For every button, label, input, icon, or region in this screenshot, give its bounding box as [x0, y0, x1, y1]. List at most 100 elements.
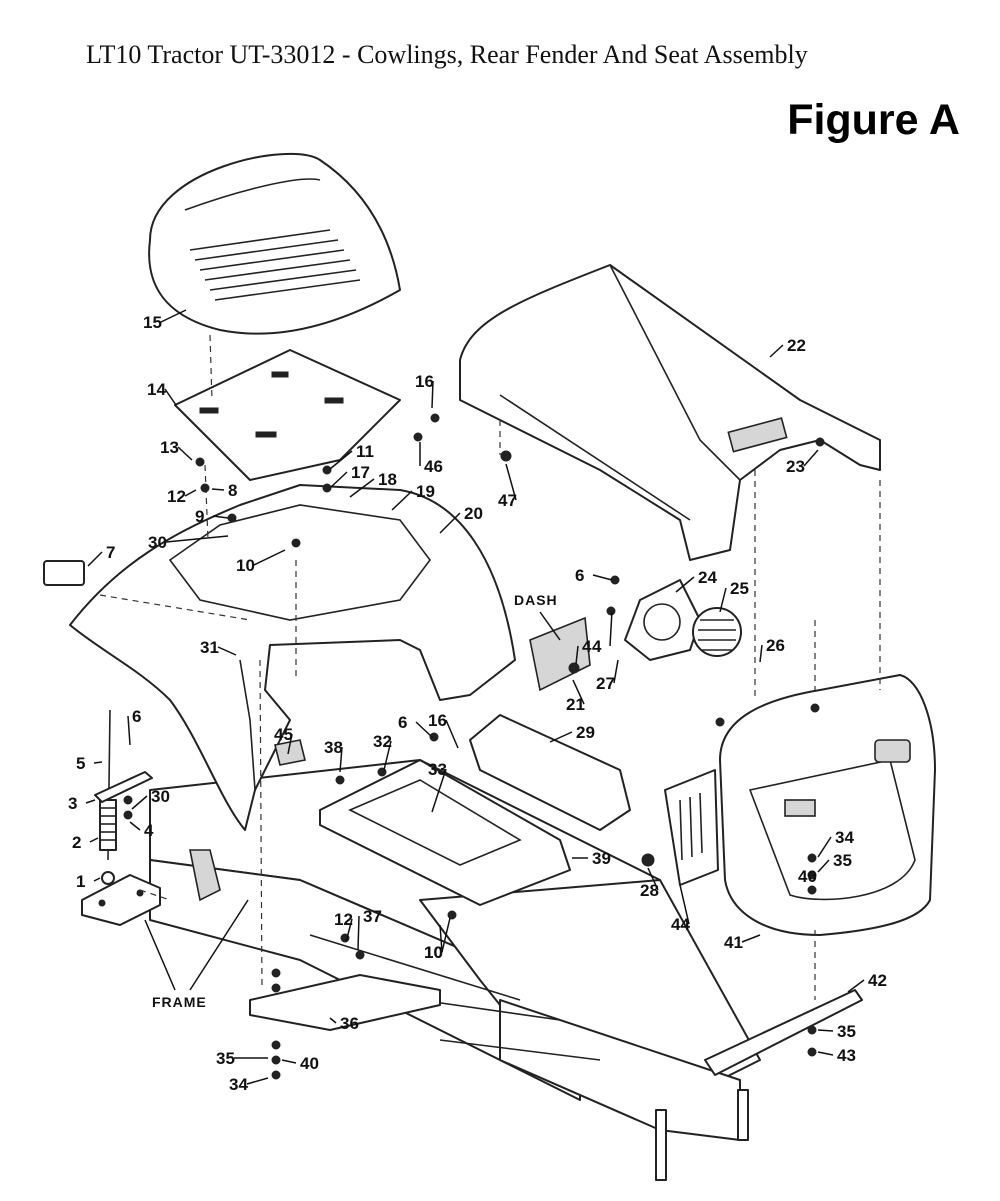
callout-leader-32 [383, 740, 392, 771]
callout-leader-41 [741, 934, 761, 943]
callout-31: 31 [200, 638, 219, 657]
callout-leader-4 [129, 821, 141, 831]
document-title: LT10 Tractor UT-33012 - Cowlings, Rear F… [86, 40, 808, 69]
callout-36: 36 [340, 1014, 359, 1033]
callout-leader-36 [329, 1017, 337, 1024]
callout-leader-45 [287, 733, 293, 755]
callout-leader-5 [93, 761, 103, 764]
callout-20: 20 [464, 504, 483, 523]
callout-leader-4 [575, 645, 579, 665]
callout-12: 12 [334, 910, 353, 929]
callout-43: 43 [837, 1046, 856, 1065]
callout-29: 29 [576, 723, 595, 742]
callout-leader-11 [329, 450, 353, 470]
callout-leader-29 [549, 731, 573, 743]
callout-leader-10 [441, 917, 451, 953]
callout-leader-34 [246, 1077, 269, 1085]
callout-21: 21 [566, 695, 585, 714]
callout-leader-31 [217, 646, 237, 656]
callout-leader-4 [609, 610, 613, 647]
callout-leader-17 [329, 471, 348, 489]
callout-leader-42 [847, 979, 865, 993]
callout-leader-30 [131, 795, 148, 810]
callout-38: 38 [324, 738, 343, 757]
panel-29 [469, 714, 631, 831]
headlight-lens [692, 607, 742, 657]
callout-9: 9 [195, 507, 204, 526]
callout-leader-7 [87, 551, 103, 567]
callout-4: 4 [582, 637, 592, 656]
callout-8: 8 [228, 481, 237, 500]
callout-40: 40 [300, 1054, 319, 1073]
callout-13: 13 [160, 438, 179, 457]
callout-leader-24 [675, 576, 695, 593]
callout-28: 28 [640, 881, 659, 900]
callout-leader-40 [281, 1059, 297, 1064]
emblem-7 [43, 560, 85, 586]
callout-35: 35 [833, 851, 852, 870]
callout-leader-13 [177, 446, 193, 461]
hood [459, 264, 881, 561]
footrest-33 [319, 759, 571, 906]
callout-6: 6 [575, 566, 584, 585]
callout-47: 47 [498, 491, 517, 510]
callout-23: 23 [786, 457, 805, 476]
callout-leader-16 [445, 719, 459, 749]
callout-17: 17 [351, 463, 370, 482]
callout-37: 37 [363, 907, 382, 926]
callout-12: 12 [167, 487, 186, 506]
callout-leader-18 [349, 478, 375, 498]
callout-1: 1 [76, 872, 85, 891]
callout-46: 46 [424, 457, 443, 476]
callout-leader-16 [431, 380, 434, 409]
callout-10: 10 [424, 943, 443, 962]
callout-leader-40 [811, 874, 817, 877]
dash-panel [529, 616, 591, 692]
word-labels: DASH FRAME [144, 592, 561, 1010]
callout-leader-2 [89, 837, 99, 843]
callout-16: 16 [415, 372, 434, 391]
callout-leader-26 [759, 644, 763, 663]
seat-pan [174, 349, 401, 481]
callout-18: 18 [378, 470, 397, 489]
callout-leader-20 [439, 512, 461, 534]
callout-7: 7 [106, 543, 115, 562]
callout-leader-35 [817, 859, 830, 873]
screen-panel [664, 769, 719, 886]
frame-rail-36 [249, 974, 441, 1031]
callout-19: 19 [416, 482, 435, 501]
callout-30: 30 [148, 533, 167, 552]
callout-14: 14 [147, 380, 166, 399]
callout-leader-6 [592, 574, 613, 581]
callout-44: 44 [671, 915, 690, 934]
callout-leader-21 [572, 679, 585, 705]
callout-leader-44 [679, 884, 690, 925]
callout-35: 35 [837, 1022, 856, 1041]
callout-34: 34 [835, 828, 854, 847]
callout-leader-14 [164, 388, 177, 406]
callout-leader-35 [817, 1029, 834, 1032]
callout-16: 16 [428, 711, 447, 730]
callout-10: 10 [424, 943, 443, 962]
callout-33: 33 [428, 760, 447, 779]
callout-41: 41 [724, 933, 743, 952]
frame-label: FRAME [152, 994, 207, 1010]
callout-leader-12 [345, 918, 353, 943]
hardware-fasteners [123, 413, 825, 1080]
callout-24: 24 [698, 568, 717, 587]
callout-30: 30 [151, 787, 170, 806]
callout-45: 45 [274, 725, 293, 744]
callout-3: 3 [68, 794, 77, 813]
frame-plate [81, 874, 161, 926]
seat [148, 152, 401, 335]
callout-leader-9 [212, 515, 229, 519]
callout-40: 40 [798, 867, 817, 886]
callout-22: 22 [787, 336, 806, 355]
callout-4: 4 [144, 821, 154, 840]
callout-39: 39 [592, 849, 611, 868]
bracket-42 [704, 989, 863, 1076]
callout-leader-37 [357, 915, 360, 951]
callout-6: 6 [398, 713, 407, 732]
